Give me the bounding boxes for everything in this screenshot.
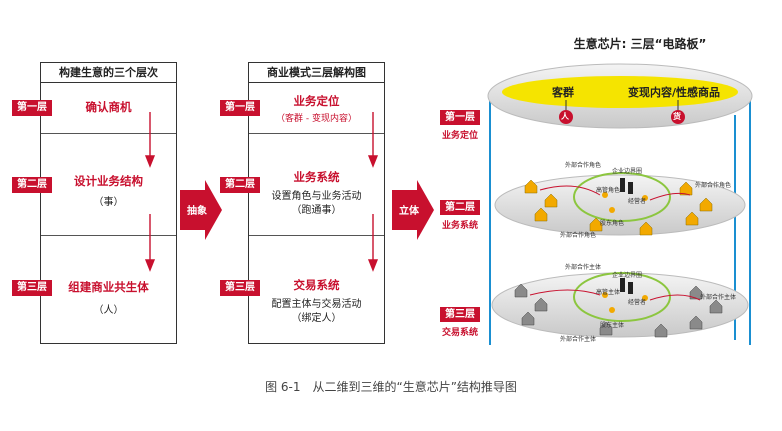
panel1-layer3-sub: （人） bbox=[93, 305, 124, 316]
panel1-badge-2: 第二层 bbox=[12, 177, 52, 193]
l3-flow-2 bbox=[649, 294, 701, 301]
l2-flow-2 bbox=[649, 192, 691, 201]
panel1-divider-2 bbox=[41, 235, 176, 236]
panel1-layer2-sub: （事） bbox=[93, 197, 124, 208]
layer1-yellow-band bbox=[502, 76, 738, 108]
abstract-arrow-shape bbox=[180, 180, 222, 240]
l2-dot-2 bbox=[642, 195, 648, 201]
l2-house-8 bbox=[639, 221, 653, 236]
l2-house-5 bbox=[699, 197, 713, 212]
l3-outer-entity-label: 外部合作主体 bbox=[565, 264, 602, 271]
l3-senior-label: 高管主体 bbox=[596, 289, 621, 296]
l3-boundary-label: 企业边界圈 bbox=[612, 272, 643, 279]
l3-house-1 bbox=[514, 283, 528, 298]
l3-dot-1 bbox=[602, 292, 608, 298]
l2-manager-label: 经营者 bbox=[628, 198, 647, 205]
l2-outer-role-label-2: 外部合作角色 bbox=[695, 182, 732, 189]
l2-house-1 bbox=[524, 179, 538, 194]
panel1-badge-3: 第三层 bbox=[12, 280, 52, 296]
panel2-layer3-title: 交易系统 bbox=[293, 278, 340, 292]
panel2-divider-2 bbox=[249, 235, 384, 236]
node-goods-circle bbox=[671, 110, 685, 124]
panel1-divider-1 bbox=[41, 133, 176, 134]
chip-label-2: 业务系统 bbox=[441, 221, 478, 231]
layer2-boundary bbox=[573, 172, 671, 222]
chip-top-left-label: 客群 bbox=[552, 86, 574, 99]
panel2-layer3-sub: 配置主体与交易活动 bbox=[271, 299, 362, 310]
chip-badge-2: 第二层 bbox=[440, 200, 480, 215]
chip-title: 生意芯片: 三层“电路板” bbox=[573, 37, 707, 51]
node-person-circle bbox=[559, 110, 573, 124]
panel2-layer2-title: 业务系统 bbox=[293, 170, 340, 184]
panel2-badge-3: 第三层 bbox=[220, 280, 260, 296]
l2-senior-label: 高管角色 bbox=[596, 187, 621, 194]
l2-flow-1 bbox=[539, 185, 601, 196]
solid-arrow-label: 立体 bbox=[399, 206, 419, 217]
panel1-layer2-title: 设计业务结构 bbox=[74, 174, 143, 188]
l2-house-3 bbox=[534, 207, 548, 222]
panel2-layer3-sub2: （绑定人） bbox=[291, 313, 342, 324]
l3-dot-3 bbox=[609, 307, 615, 313]
solid-arrow-shape bbox=[392, 180, 434, 240]
l3-house-8 bbox=[654, 323, 668, 338]
l2-house-2 bbox=[544, 193, 558, 208]
panel-business-levels: 构建生意的三个层次 确认商机 设计业务结构 （事） 组建商业共生体 （人） bbox=[40, 62, 177, 344]
l3-flow-1 bbox=[529, 289, 601, 296]
chip-top-right-label: 变现内容/性感商品 bbox=[628, 86, 721, 99]
goods-node-label: 货 bbox=[673, 112, 681, 121]
chip-badge-1: 第一层 bbox=[440, 110, 480, 125]
l3-house-6 bbox=[689, 315, 703, 330]
panel2-title: 商业模式三层解构图 bbox=[249, 63, 384, 83]
panel2-layer2-sub: 设置角色与业务活动 bbox=[271, 191, 362, 202]
panel1-title: 构建生意的三个层次 bbox=[41, 63, 176, 83]
l3-house-5 bbox=[709, 299, 723, 314]
figure-caption: 图 6-1 从二维到三维的“生意芯片”结构推导图 bbox=[265, 380, 517, 394]
l3-house-7 bbox=[599, 321, 613, 336]
chip-badge-3: 第三层 bbox=[440, 307, 480, 322]
l2-outer-role-label-3: 外部合作角色 bbox=[560, 232, 597, 239]
l2-staff-label: 股东角色 bbox=[600, 220, 625, 227]
l3-person-2 bbox=[628, 282, 633, 294]
layer3-boundary bbox=[573, 272, 671, 322]
l3-outer-entity-label-2: 外部合作主体 bbox=[700, 294, 737, 301]
panel1-badge-1: 第一层 bbox=[12, 100, 52, 116]
l2-person-2 bbox=[628, 182, 633, 194]
l2-dot-3 bbox=[609, 207, 615, 213]
panel2-badge-1: 第一层 bbox=[220, 100, 260, 116]
l2-house-6 bbox=[685, 211, 699, 226]
l3-dot-2 bbox=[642, 295, 648, 301]
panel2-layer1-title: 业务定位 bbox=[293, 94, 340, 108]
l3-staff-label: 股东主体 bbox=[600, 322, 625, 329]
chip-label-3: 交易系统 bbox=[441, 328, 478, 338]
l2-outer-role-label: 外部合作角色 bbox=[565, 162, 602, 169]
l3-house-3 bbox=[521, 311, 535, 326]
abstract-arrow-label: 抽象 bbox=[187, 206, 207, 217]
panel1-layer1-title: 确认商机 bbox=[85, 100, 132, 114]
l3-house-2 bbox=[534, 297, 548, 312]
panel2-layer2-sub2: （跑通事） bbox=[291, 205, 342, 216]
l3-house-4 bbox=[689, 285, 703, 300]
l3-person-1 bbox=[620, 278, 625, 292]
person-node-label: 人 bbox=[561, 112, 569, 121]
l3-manager-label: 经营者 bbox=[628, 299, 647, 306]
l3-outer-entity-label-3: 外部合作主体 bbox=[560, 336, 597, 343]
panel1-layer3-title: 组建商业共生体 bbox=[68, 280, 149, 294]
panel2-badge-2: 第二层 bbox=[220, 177, 260, 193]
panel-model-deconstruction: 商业模式三层解构图 业务定位 （客群 - 变现内容） 业务系统 设置角色与业务活… bbox=[248, 62, 385, 344]
l2-person-1 bbox=[620, 178, 625, 192]
l2-dot-1 bbox=[602, 192, 608, 198]
l2-house-7 bbox=[589, 217, 603, 232]
chip-label-1: 业务定位 bbox=[441, 131, 478, 141]
panel2-layer1-sub: （客群 - 变现内容） bbox=[276, 114, 357, 124]
l2-boundary-label: 企业边界圈 bbox=[612, 168, 643, 175]
panel2-divider-1 bbox=[249, 133, 384, 134]
